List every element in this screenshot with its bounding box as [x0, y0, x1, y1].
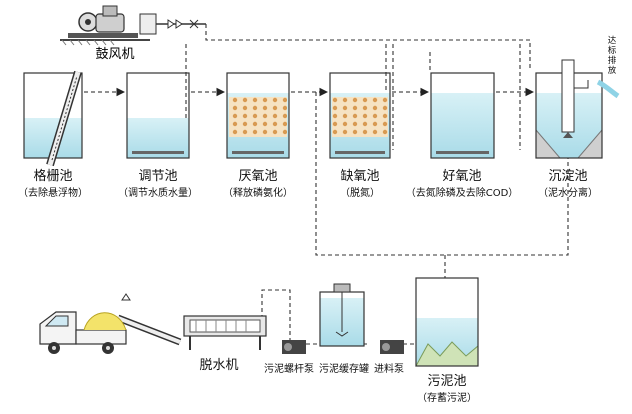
blower: [60, 5, 206, 46]
discharge-char: 标: [607, 46, 617, 56]
tank-desc-aerobic: （去氮除磷及去除COD）: [405, 188, 519, 199]
tank-name-anoxic: 缺氧池: [340, 169, 380, 184]
truck: [39, 311, 127, 354]
feed-pump: [380, 340, 404, 354]
tank-anoxic: [329, 72, 391, 159]
tank-desc-anaerobic: （释放磷氨化）: [223, 188, 293, 199]
tank-anaerobic: [226, 72, 290, 159]
tank-sludge: [415, 277, 479, 367]
tank-desc-screen: （去除悬浮物）: [18, 188, 88, 199]
tank-name-anaerobic: 厌氧池: [238, 169, 278, 184]
dewatering-machine: [183, 315, 267, 350]
tank-screen: [23, 70, 83, 167]
tank-regulate: [126, 72, 190, 159]
tank-name-regulate: 调节池: [138, 169, 178, 184]
screw-pump: [282, 340, 306, 354]
sludge-lines: [261, 92, 569, 349]
buffer-tank: [319, 283, 365, 347]
tank-desc-anoxic: （脱氮）: [340, 188, 380, 199]
dewater-label: 脱水机: [199, 358, 239, 373]
sludge-tank-desc: （存蓄污泥）: [417, 393, 477, 404]
tank-name-screen: 格栅池: [33, 169, 73, 184]
discharge-label: 达 标 排 放: [606, 36, 618, 76]
tank-sedimentation: [535, 59, 620, 159]
discharge-char: 达: [607, 36, 617, 46]
tank-aerobic: [430, 72, 495, 159]
discharge-char: 放: [607, 66, 617, 76]
sludge-tank-name: 污泥池: [427, 374, 467, 389]
air-pipes: [185, 24, 531, 150]
conveyor: [116, 293, 182, 346]
tank-desc-regulate: （调节水质水量）: [118, 188, 198, 199]
tank-name-sedimentation: 沉淀池: [548, 169, 588, 184]
buffer-tank-label: 污泥缓存罐: [319, 364, 369, 375]
tank-name-aerobic: 好氧池: [442, 169, 482, 184]
tank-desc-sedimentation: （泥水分离）: [538, 188, 598, 199]
discharge-char: 排: [607, 56, 617, 66]
screw-pump-label: 污泥螺杆泵: [264, 364, 314, 375]
blower-label: 鼓风机: [95, 47, 134, 62]
feed-pump-label: 进料泵: [374, 364, 404, 375]
